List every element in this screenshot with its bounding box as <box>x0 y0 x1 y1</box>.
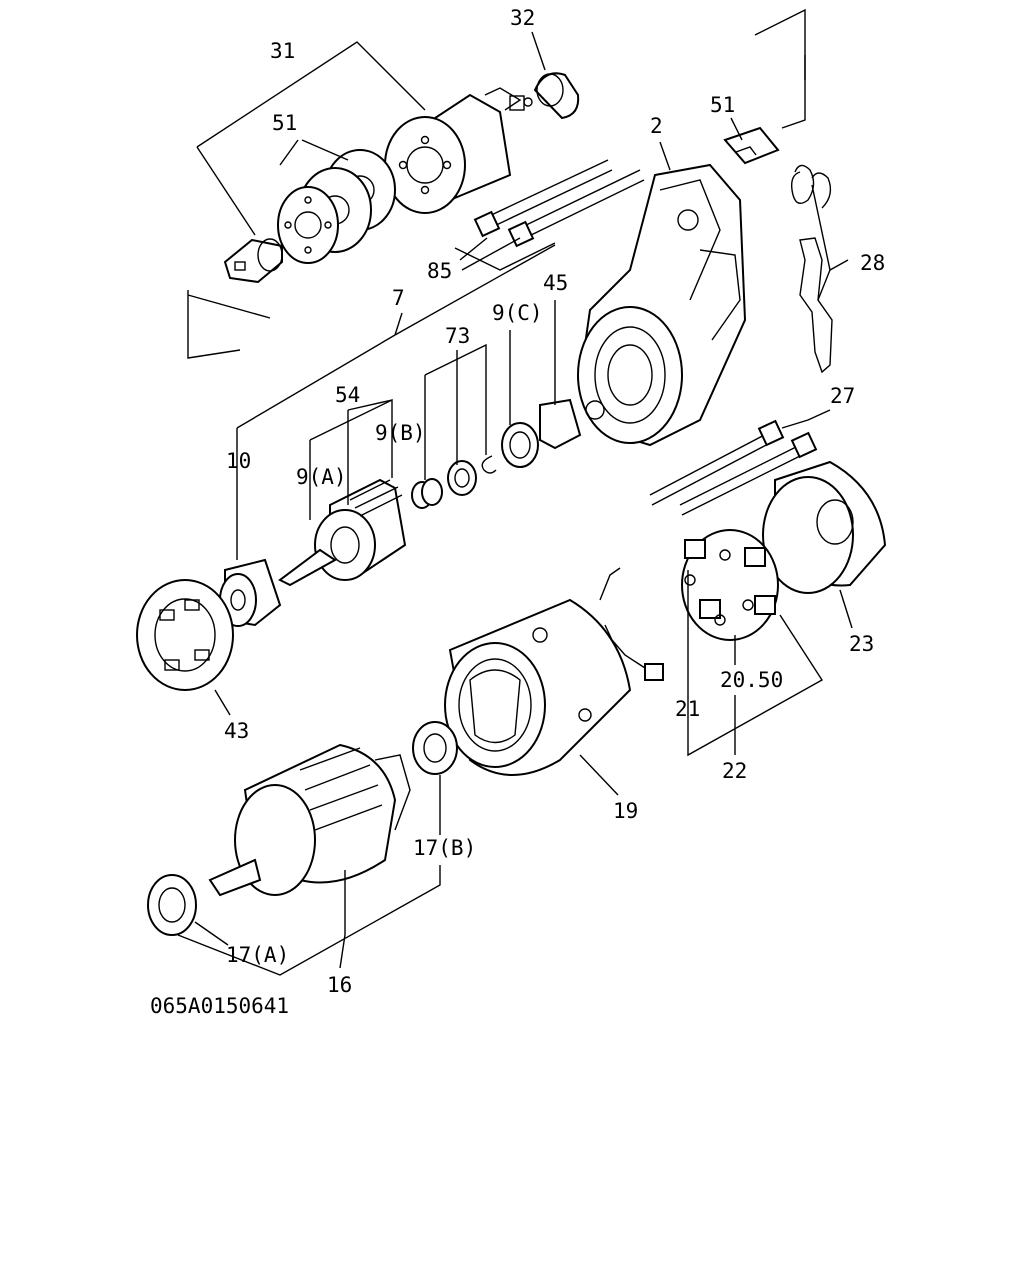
part-armature <box>208 743 411 897</box>
part-brush-holder <box>681 529 779 641</box>
callout-27: 27 <box>830 384 855 408</box>
callout-22: 22 <box>722 759 747 783</box>
part-dust-cover <box>533 72 580 120</box>
callout-10: 10 <box>226 449 251 473</box>
callout-31: 31 <box>270 39 295 63</box>
drawing-code: 065A0150641 <box>150 994 289 1018</box>
part-shims <box>277 149 396 264</box>
callout-28: 28 <box>860 251 885 275</box>
part-yoke <box>444 567 664 776</box>
part-overrunning-clutch <box>278 478 407 587</box>
callout-21: 21 <box>675 697 700 721</box>
callout-16: 16 <box>327 973 352 997</box>
callout-19: 19 <box>613 799 638 823</box>
part-torsion-spring <box>790 164 833 374</box>
part-plunger <box>223 238 283 284</box>
callout-73: 73 <box>445 324 470 348</box>
part-solenoid-switch <box>384 87 533 214</box>
part-bearing-a <box>147 874 197 936</box>
callout-17a: 17(A) <box>226 943 289 967</box>
callout-23: 23 <box>849 632 874 656</box>
callout-32: 32 <box>510 6 535 30</box>
leader-lines <box>177 8 853 976</box>
part-packing <box>136 579 234 691</box>
callout-51-shims: 51 <box>272 111 297 135</box>
callout-7: 7 <box>392 286 405 310</box>
part-bearing-b <box>412 721 458 775</box>
part-drive-housing <box>577 163 747 447</box>
part-through-bolts-lower <box>649 419 818 516</box>
callout-9c: 9(C) <box>492 301 543 325</box>
part-clip <box>723 126 780 165</box>
callout-85: 85 <box>427 259 452 283</box>
callout-20-50: 20.50 <box>720 668 783 692</box>
callout-9b: 9(B) <box>375 421 426 445</box>
callout-45: 45 <box>543 271 568 295</box>
callout-54: 54 <box>335 383 360 407</box>
part-rear-cover <box>762 460 887 594</box>
callout-51-clip: 51 <box>710 93 735 117</box>
part-stopper-rings <box>411 398 582 509</box>
callout-17b: 17(B) <box>413 836 476 860</box>
callout-43: 43 <box>224 719 249 743</box>
callout-9a: 9(A) <box>296 465 347 489</box>
callout-labels: 31 32 51 2 51 28 85 7 45 9(C) 73 54 9(B)… <box>224 6 885 997</box>
part-through-bolts-upper <box>473 159 645 248</box>
callout-2: 2 <box>650 114 663 138</box>
